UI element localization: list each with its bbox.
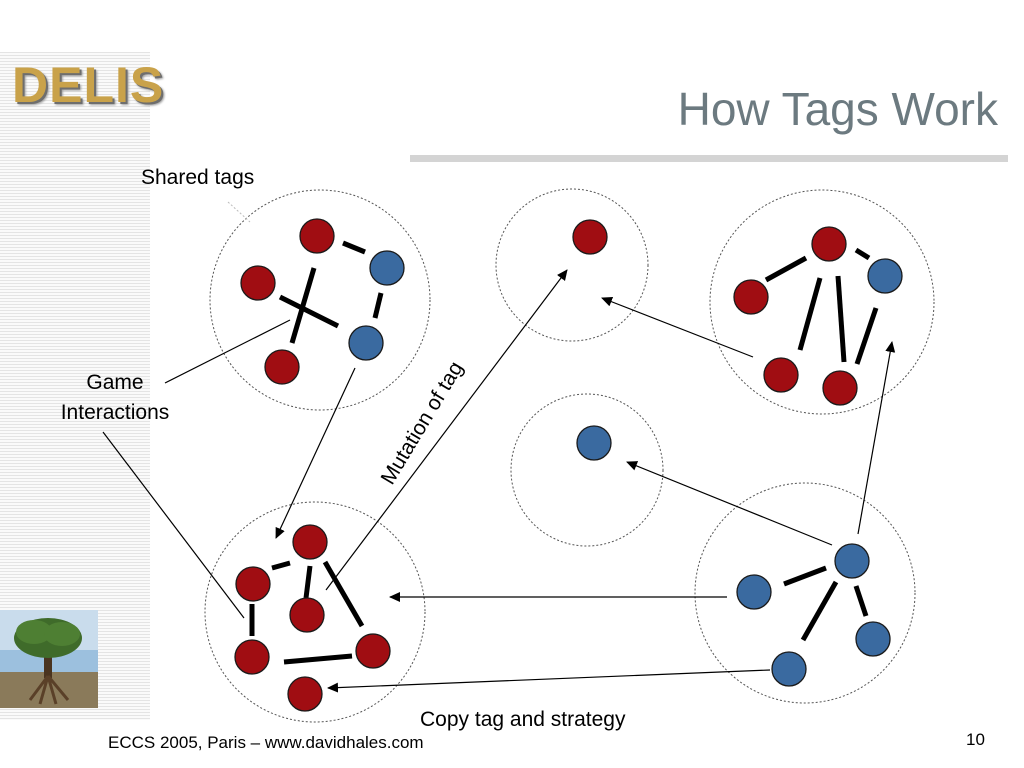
interaction-link [289,267,317,344]
game-interactions-label-line2: Interactions [61,401,170,424]
interaction-link [271,560,291,571]
red-agent [733,279,769,315]
blue-agent [867,258,903,294]
group-circle-top-middle [495,188,649,342]
group-circle-top-left [209,189,431,411]
title-rule [410,155,1008,162]
red-agent [355,633,391,669]
shared-tags-pointer [227,201,251,223]
red-agent [811,226,847,262]
red-agent [235,566,271,602]
group-circle-bottom-right [694,482,916,704]
interaction-link [853,585,869,617]
shared-tags-label: Shared tags [141,166,254,189]
interaction-link [783,565,827,587]
red-agent [240,265,276,301]
red-agent [264,349,300,385]
red-agent [234,639,270,675]
interaction-link [303,565,313,599]
interaction-link [283,653,353,665]
red-agent [822,370,858,406]
blue-agent [834,543,870,579]
slide-title: How Tags Work [677,83,998,135]
page-number: 10 [966,730,985,749]
blue-agent [855,621,891,657]
blue-agent [576,425,612,461]
red-agent [763,357,799,393]
group-circle-top-right [709,189,935,415]
blue-agent [369,250,405,286]
interaction-link [800,580,839,642]
arrow-top-right-to-top-middle [601,296,754,358]
blue-agent [771,651,807,687]
game-interactions-label-line1: Game [86,371,143,394]
red-agent [287,676,323,712]
interaction-link [372,292,384,319]
footer-text: ECCS 2005, Paris – www.davidhales.com [108,733,424,752]
interaction-link [764,255,808,283]
interaction-link [797,277,823,351]
delis-logo: DELIS [12,57,165,113]
arrow-bottom-right-to-middle [626,461,833,546]
copy-label: Copy tag and strategy [420,708,626,731]
interaction-link [835,275,847,363]
sidebar-stripes [0,52,150,720]
arrow-mutation [325,269,568,591]
blue-agent [348,325,384,361]
interaction-link [322,560,365,628]
blue-agent [736,574,772,610]
mutation-label: Mutation of tag [377,358,468,489]
red-agent [299,218,335,254]
arrow-bottom-right-to-top-right [857,341,896,535]
interaction-link [342,240,366,255]
red-agent [292,524,328,560]
game-interactions-pointer-bottom [102,431,245,619]
red-agent [289,597,325,633]
group-circle-bottom-left [204,501,426,723]
interaction-link [854,307,879,365]
interaction-link [278,294,340,329]
group-circle-middle [510,393,664,547]
interaction-link [854,247,871,261]
game-interactions-pointer-top [164,319,291,384]
arrow-top-left-to-bottom-left [275,367,356,539]
tree-icon [0,610,98,708]
arrow-copy [327,669,771,693]
red-agent [572,219,608,255]
